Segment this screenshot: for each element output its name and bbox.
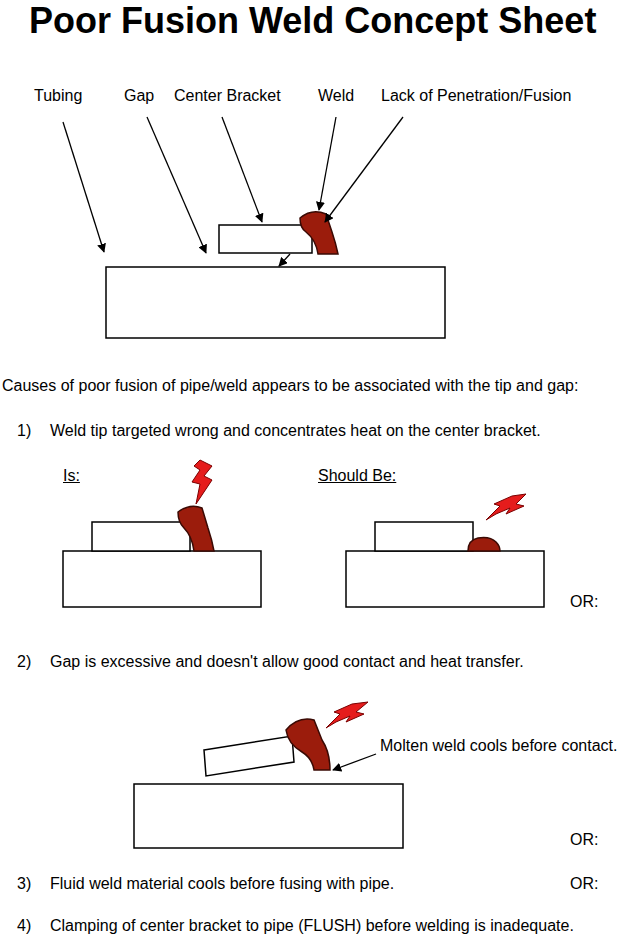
- center-bracket: [92, 522, 190, 551]
- lightning-bolt: [192, 460, 212, 504]
- page-title: Poor Fusion Weld Concept Sheet: [29, 0, 596, 42]
- item-number: 4): [17, 916, 31, 936]
- leader-line: [279, 254, 290, 266]
- item-number: 1): [17, 421, 31, 441]
- center-bracket: [204, 736, 294, 776]
- or-note: OR:: [570, 830, 598, 850]
- lightning-bolt: [486, 494, 526, 520]
- cause-text: Fluid weld material cools before fusing …: [50, 874, 394, 894]
- item-number: 3): [17, 874, 31, 894]
- tubing: [134, 784, 403, 848]
- intro-note: Causes of poor fusion of pipe/weld appea…: [2, 376, 578, 396]
- leader-line: [222, 117, 262, 222]
- tubing: [63, 551, 261, 607]
- center-bracket: [219, 225, 312, 253]
- cause-text: Gap is excessive and doesn't allow good …: [50, 652, 524, 672]
- callout-text: Molten weld cools before contact.: [380, 736, 617, 756]
- tubing: [346, 551, 544, 607]
- part-label: Center Bracket: [174, 86, 281, 106]
- cause-text: Clamping of center bracket to pipe (FLUS…: [50, 916, 574, 936]
- part-label: Gap: [124, 86, 154, 106]
- leader-line: [333, 754, 376, 770]
- leader-line: [325, 117, 403, 222]
- part-label: Lack of Penetration/Fusion: [381, 86, 571, 106]
- leader-line: [63, 122, 104, 252]
- cause-text: Weld tip targeted wrong and concentrates…: [50, 421, 541, 441]
- leader-line: [319, 117, 336, 210]
- part-label: Tubing: [34, 86, 82, 106]
- part-label: Weld: [318, 86, 354, 106]
- weld: [300, 212, 338, 254]
- tubing: [106, 267, 445, 338]
- lightning-bolt: [326, 702, 368, 728]
- weld: [178, 506, 214, 551]
- view-label: Is:: [63, 466, 80, 486]
- item-number: 2): [17, 652, 31, 672]
- view-label: Should Be:: [318, 466, 396, 486]
- leader-line: [147, 117, 206, 253]
- weld: [286, 719, 330, 770]
- or-note: OR:: [570, 874, 598, 894]
- center-bracket: [375, 522, 473, 551]
- or-note: OR:: [570, 592, 598, 612]
- weld: [468, 538, 500, 552]
